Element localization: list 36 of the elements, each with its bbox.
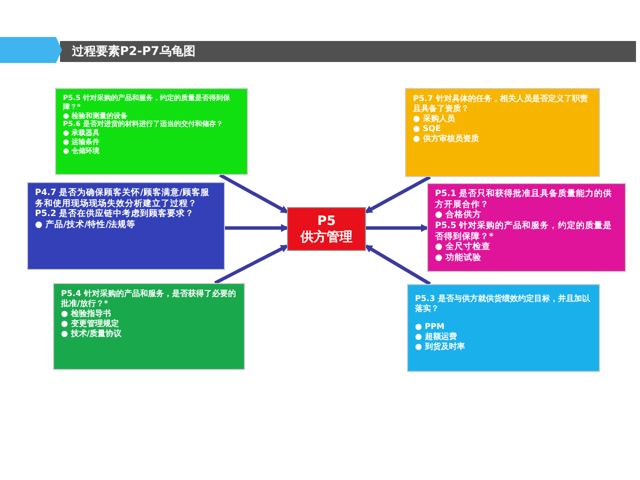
- bullet-item: ● 全尺寸检查: [435, 242, 492, 252]
- arrow: [366, 224, 429, 232]
- arrow: [364, 175, 431, 214]
- requirement-box: [407, 284, 600, 372]
- arrow: [214, 244, 289, 285]
- question-text: P4.7 是否为确保顾客关怀/顾客满意/顾客服务和使用现场现场失效分析建立了过程？: [35, 188, 210, 209]
- bullet-item: ● 检验指导书: [61, 309, 112, 319]
- bullet-item: ● 技术/质量协议: [61, 329, 123, 339]
- arrow: [364, 244, 431, 286]
- requirement-box: [27, 182, 225, 270]
- bullet-item: ● 合格供方: [435, 210, 482, 220]
- bullet-item: ● 产品/技术/特性/法规等: [35, 220, 137, 230]
- bullet-item: ● 功能试验: [435, 252, 482, 264]
- box-title: 供方管理: [299, 230, 354, 246]
- bullet-item: ● 到货及时率: [415, 342, 466, 352]
- question-text: P5.7 针对具体的任务，相关人员是否定义了职责且具备了资质？: [413, 94, 589, 114]
- requirement-box: [55, 88, 248, 175]
- arrow: [219, 173, 289, 214]
- bullet-item: ● 供方审核员资质: [413, 134, 480, 144]
- question-text: P5.5 针对采购的产品和服务，约定的质量是否得到保障？*: [435, 220, 614, 242]
- bullet-item: ● SQE: [413, 124, 442, 134]
- bullet-item: ● 采购人员: [413, 114, 456, 124]
- box-title: P5: [316, 214, 337, 230]
- question-text: P5.4 针对采购的产品和服务，是否获得了必要的批准/放行？*: [61, 289, 237, 309]
- title: 过程要素P2-P7乌龟图: [72, 43, 196, 60]
- arrow: [225, 224, 289, 232]
- question-text: P5.2 是否在供应链中考虑到顾客要求？: [35, 209, 196, 220]
- requirement-box: [427, 183, 626, 272]
- question-text: P5.3 是否与供方就供货绩效约定目标，并且加以落实？: [415, 294, 591, 314]
- requirement-box: [53, 283, 245, 370]
- center-box: [287, 207, 366, 251]
- requirement-box: [405, 88, 600, 177]
- bullet-item: ● PPM: [415, 322, 446, 332]
- bullet-item: ● 变更管理规定: [61, 319, 120, 329]
- bullet-item: ● 超额运费: [415, 332, 458, 342]
- question-text: P5.1 是否只和获得批准且具备质量能力的供方开展合作？: [435, 189, 614, 210]
